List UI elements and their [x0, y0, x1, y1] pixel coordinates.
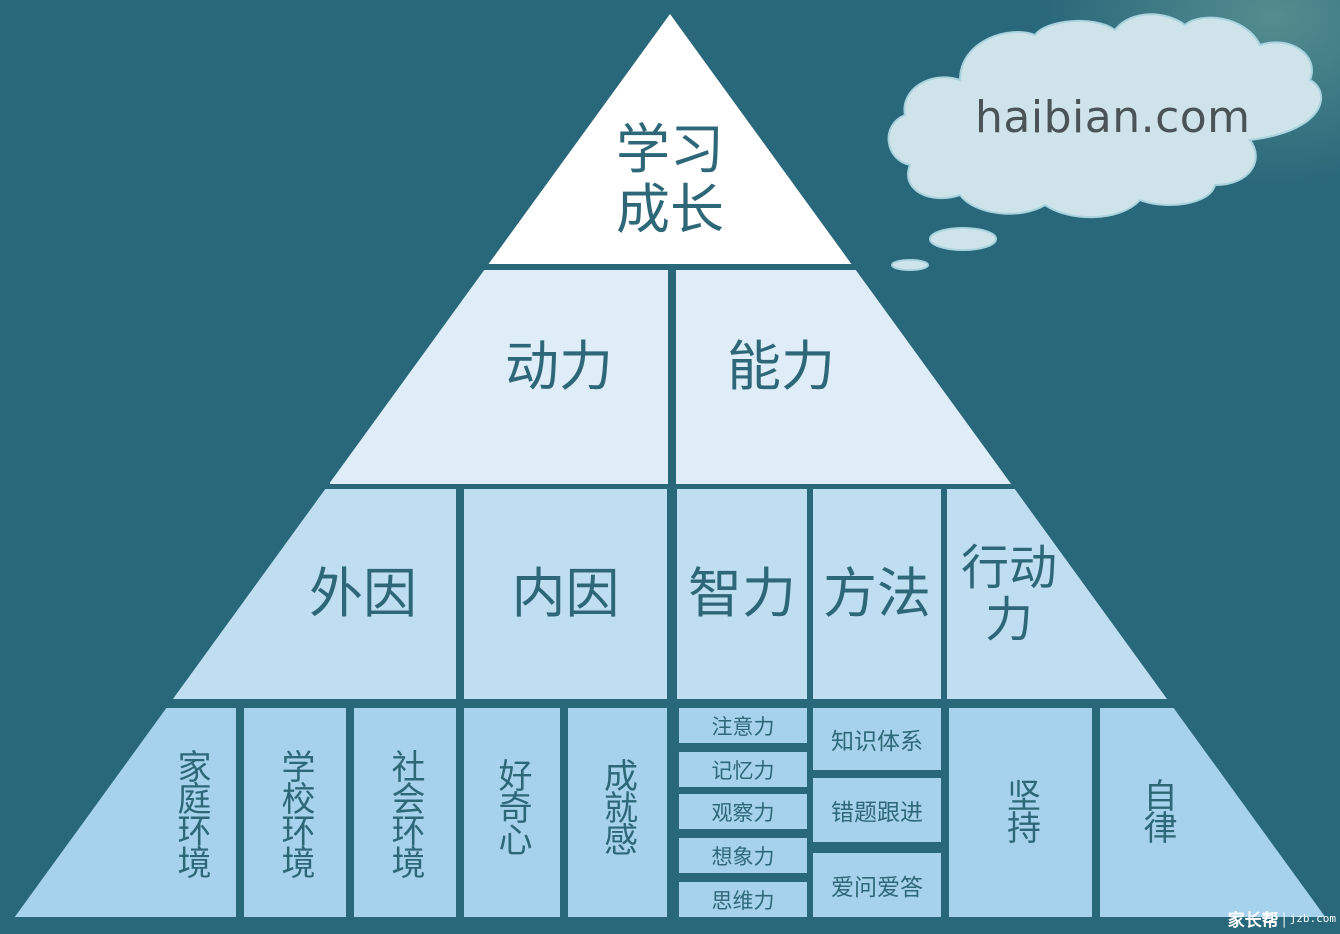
intelligence-item-memory: 记忆力 — [679, 752, 807, 787]
item-label: 思维力 — [711, 888, 775, 913]
tier4-label: 成就感 — [597, 758, 638, 854]
tier4-curiosity: 好奇心 — [464, 708, 560, 917]
tier4-label: 家庭环境 — [171, 748, 211, 877]
action-item-self-discipline: 自律 — [1100, 708, 1326, 917]
tier4-school-environment: 学校环境 — [244, 708, 346, 917]
tier4-label: 学校环境 — [275, 748, 315, 877]
item-label: 注意力 — [711, 714, 775, 739]
tier3-intelligence: 智力 — [677, 489, 807, 699]
apex-learning-growth: 学习 成长 — [480, 14, 860, 264]
tier3-internal: 内因 — [464, 489, 667, 699]
method-item-knowledge-system: 知识体系 — [813, 708, 941, 770]
apex-line2: 成长 — [616, 177, 724, 241]
tier3-external: 外因 — [170, 489, 456, 699]
method-item-error-tracking: 错题跟进 — [813, 778, 941, 842]
tier3-label: 智力 — [688, 562, 796, 625]
tier2-label: 能力 — [727, 335, 835, 398]
intelligence-item-observation: 观察力 — [679, 794, 807, 829]
cloud-text: haibian.com — [975, 92, 1251, 143]
tier4-label: 社会环境 — [385, 748, 425, 877]
item-label: 错题跟进 — [831, 800, 923, 826]
tier3-label: 内因 — [511, 562, 620, 625]
tier4-achievement: 成就感 — [568, 708, 667, 917]
tier2-label: 动力 — [505, 335, 613, 398]
watermark-brand: 家长帮 — [1227, 911, 1279, 931]
apex-line1: 学习 — [616, 117, 724, 181]
watermark-url: jzb.com — [1289, 912, 1336, 925]
tier3-method: 方法 — [813, 489, 941, 699]
tier3-label: 方法 — [823, 562, 931, 625]
watermark: 家长帮 | jzb.com — [1227, 906, 1336, 932]
tier4-family-environment: 家庭环境 — [14, 708, 236, 917]
method-item-ask-answer: 爱问爱答 — [813, 853, 941, 917]
tier4-society-environment: 社会环境 — [354, 708, 456, 917]
intelligence-item-attention: 注意力 — [679, 708, 807, 743]
intelligence-item-imagination: 想象力 — [679, 838, 807, 873]
item-label: 知识体系 — [831, 729, 923, 755]
tier3-action: 行动力 — [947, 489, 1167, 699]
item-label: 坚持 — [1000, 778, 1041, 842]
tier3-label: 外因 — [309, 562, 417, 625]
item-label: 想象力 — [711, 844, 775, 869]
tier3-label: 行动力 — [960, 540, 1057, 648]
item-label: 自律 — [1137, 778, 1177, 842]
watermark-separator: | — [1281, 909, 1287, 928]
tier2-ability: 能力 — [676, 270, 1016, 484]
item-label: 观察力 — [711, 800, 775, 825]
intelligence-item-thinking: 思维力 — [679, 882, 807, 917]
action-item-persistence: 坚持 — [949, 708, 1092, 917]
tier2-motivation: 动力 — [330, 270, 668, 484]
item-label: 爱问爱答 — [831, 875, 923, 901]
item-label: 记忆力 — [711, 758, 775, 783]
tier4-label: 好奇心 — [492, 758, 532, 854]
